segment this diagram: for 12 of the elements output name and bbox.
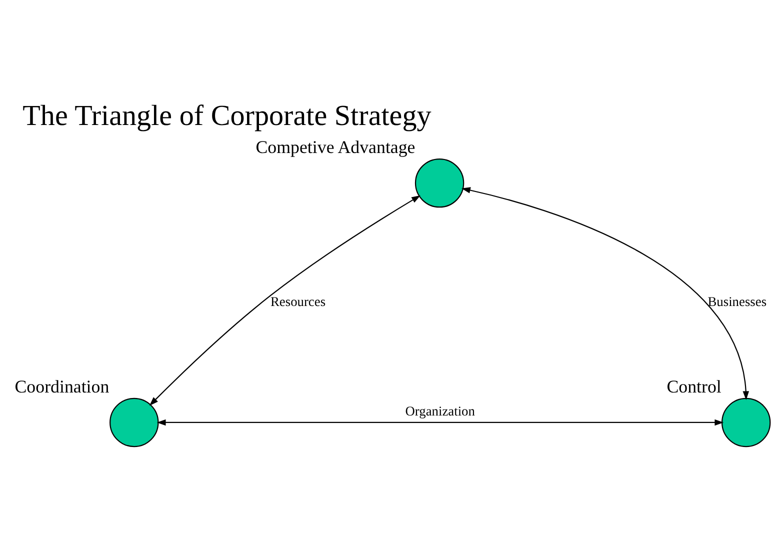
node-circle [414,158,464,208]
node-label: Control [666,376,721,396]
edge-label: Organization [404,402,474,418]
node-label: Competive Advantage [255,136,415,157]
edge-label: Resources [270,294,326,309]
edge-label: Businesses [707,294,766,309]
arrow [156,418,724,426]
arrow [460,186,749,400]
arrow [148,194,420,406]
diagram-title: The Triangle of Corporate Strategy [22,100,431,132]
node-label: Coordination [14,376,109,396]
node-circle [720,397,770,447]
